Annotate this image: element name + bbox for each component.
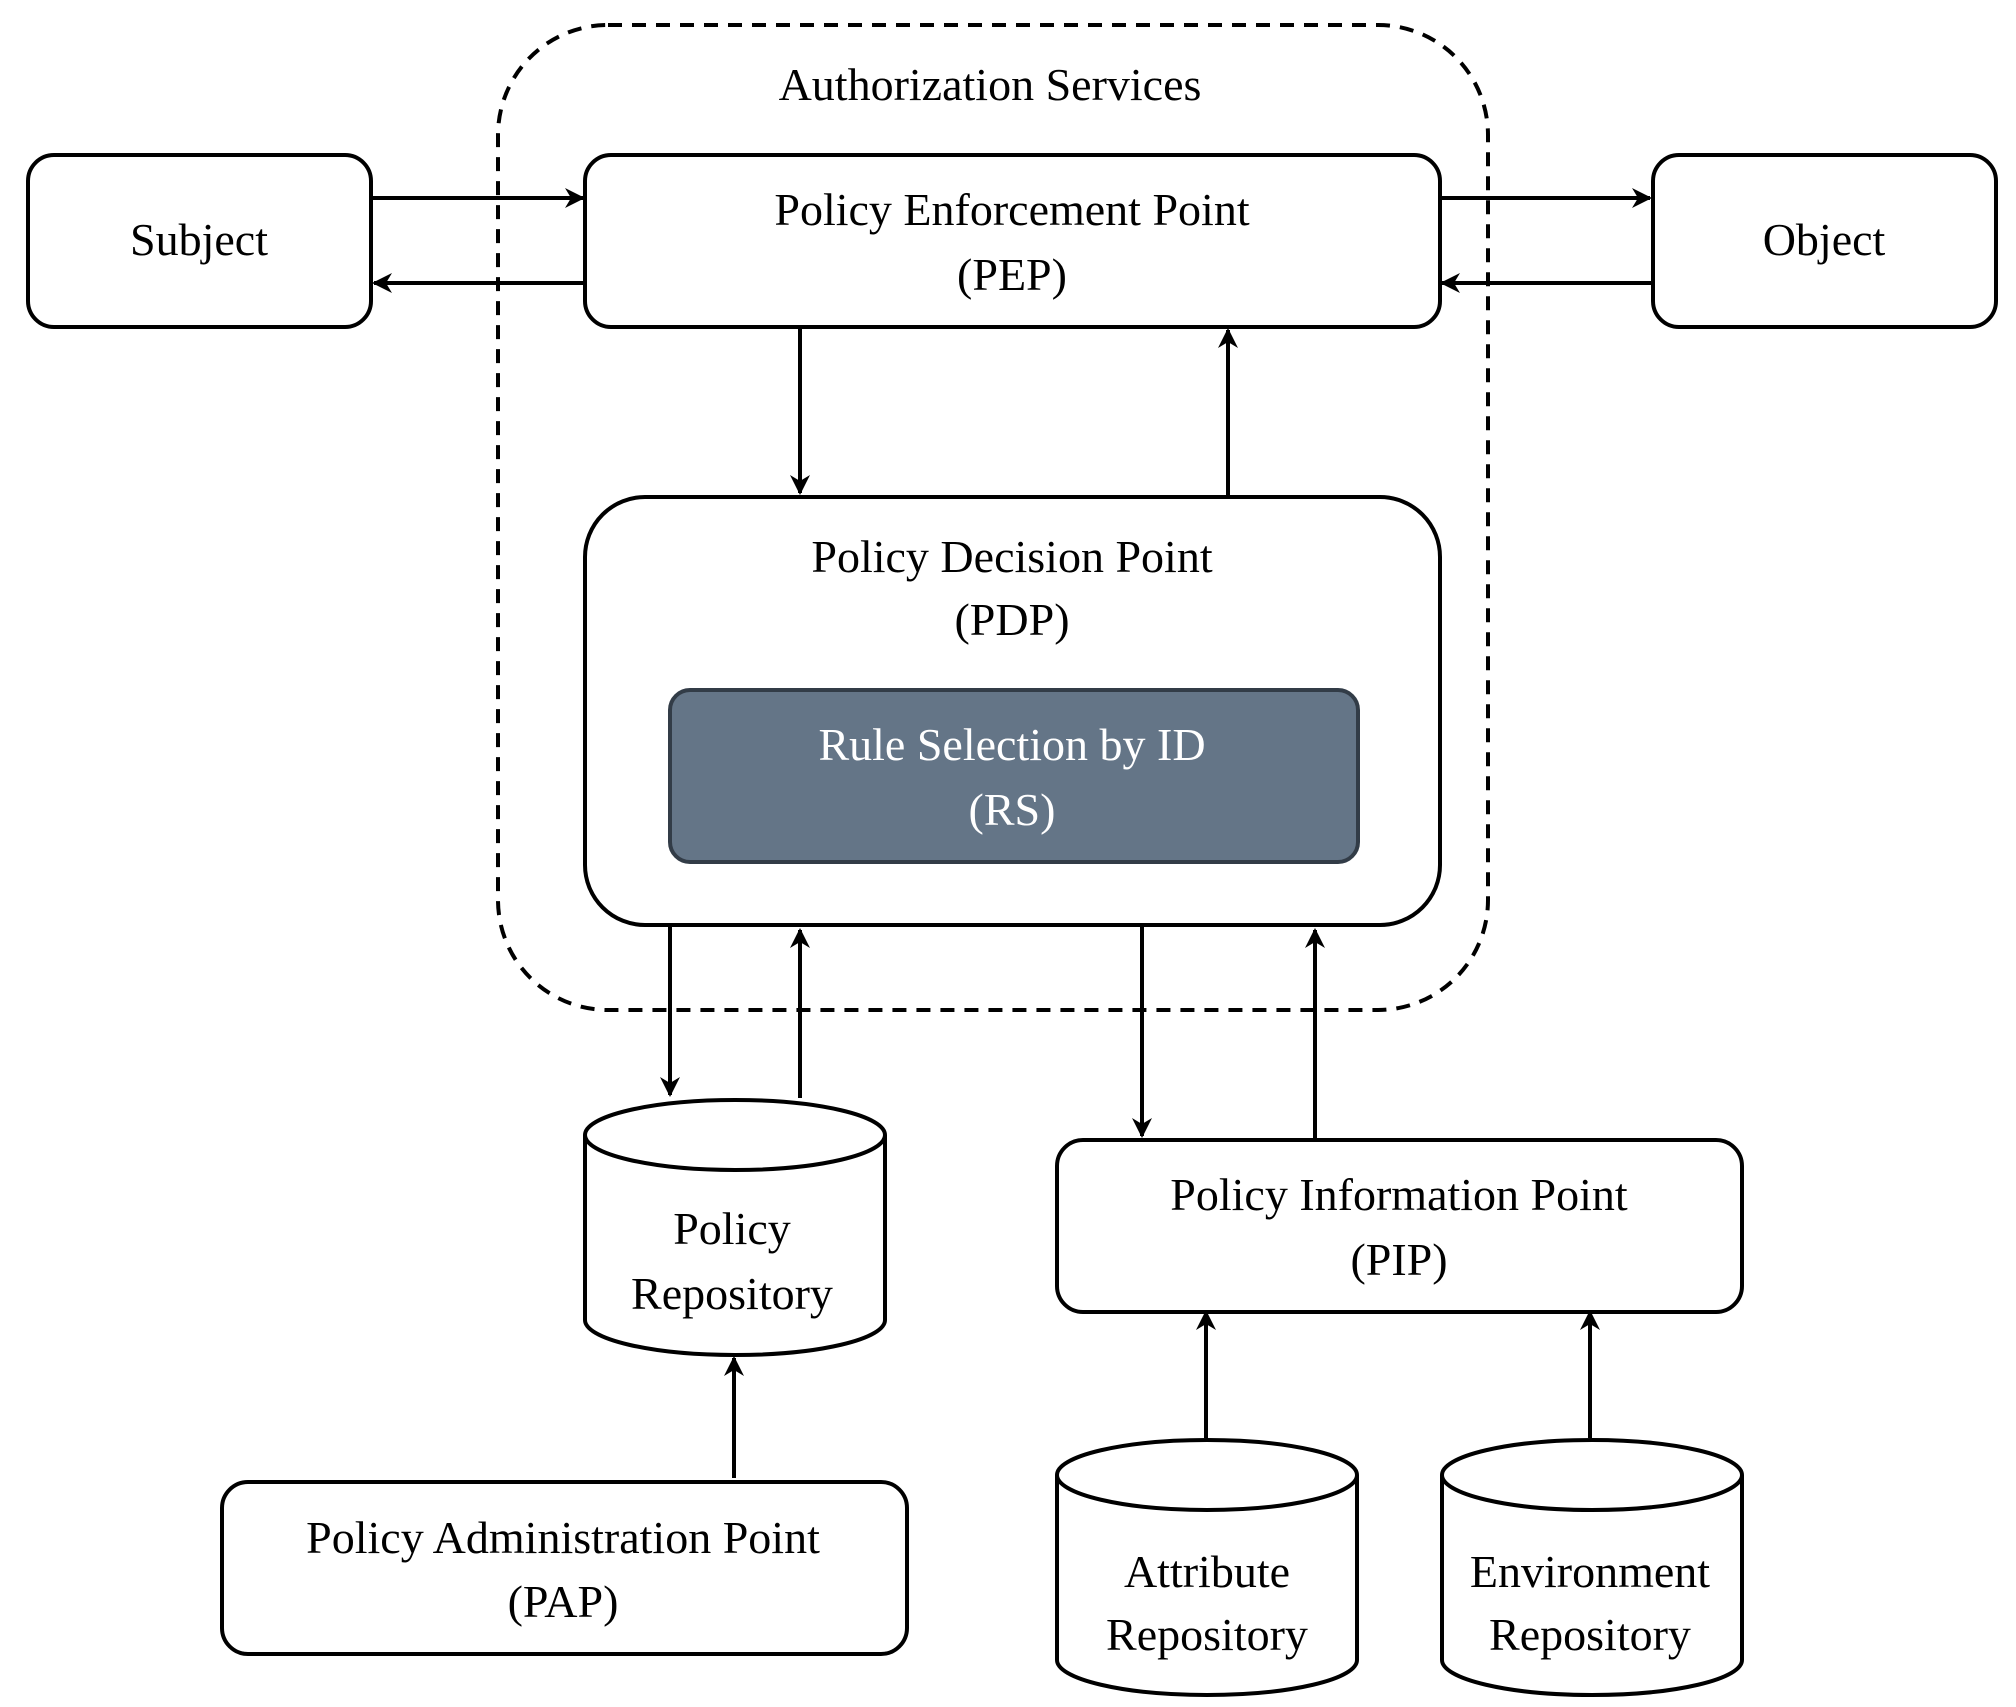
pdp-label-line2: (PDP) xyxy=(954,594,1069,645)
subject-node: Subject xyxy=(26,153,373,329)
authorization-services-boundary: Authorization Services xyxy=(496,23,1490,1012)
pip-box xyxy=(1055,1138,1744,1314)
object-label: Object xyxy=(1763,214,1886,265)
subject-label: Subject xyxy=(130,214,268,265)
pip-node: Policy Information Point (PIP) xyxy=(1055,1138,1744,1314)
edges xyxy=(372,188,1652,1478)
boundary-label: Authorization Services xyxy=(779,59,1202,110)
rs-box xyxy=(668,688,1360,864)
policy-repository-node: Policy Repository xyxy=(583,1098,887,1357)
environment-repository-node: Environment Repository xyxy=(1440,1438,1744,1697)
pap-label-line1: Policy Administration Point xyxy=(306,1512,820,1563)
boundary-outline xyxy=(496,23,1490,1012)
policy-repository-cylinder-rim xyxy=(583,1134,887,1172)
object-box xyxy=(1651,153,1998,329)
pip-label-line2: (PIP) xyxy=(1350,1234,1447,1285)
object-node: Object xyxy=(1651,153,1998,329)
attribute-repository-node: Attribute Repository xyxy=(1055,1438,1359,1697)
pep-box xyxy=(583,153,1442,329)
rs-label-line1: Rule Selection by ID xyxy=(818,719,1205,770)
pap-box xyxy=(220,1480,909,1656)
rs-label-line2: (RS) xyxy=(969,784,1056,835)
pip-label-line1: Policy Information Point xyxy=(1170,1169,1628,1220)
pep-label-line1: Policy Enforcement Point xyxy=(774,184,1249,235)
pap-label-line2: (PAP) xyxy=(508,1576,619,1627)
attribute-repository-cylinder-rim xyxy=(1055,1474,1359,1512)
policy-repository-label-line1: Policy xyxy=(673,1203,791,1254)
rs-node: Rule Selection by ID (RS) xyxy=(668,688,1360,864)
pep-node: Policy Enforcement Point (PEP) xyxy=(583,153,1442,329)
environment-repository-cylinder-rim xyxy=(1440,1474,1744,1512)
attribute-repository-label-line2: Repository xyxy=(1106,1609,1308,1660)
policy-repository-label-line2: Repository xyxy=(631,1268,833,1319)
pep-label-line2: (PEP) xyxy=(957,249,1067,300)
pap-node: Policy Administration Point (PAP) xyxy=(220,1480,909,1656)
environment-repository-label-line1: Environment xyxy=(1470,1546,1710,1597)
attribute-repository-label-line1: Attribute xyxy=(1124,1546,1290,1597)
environment-repository-label-line2: Repository xyxy=(1489,1609,1691,1660)
subject-box xyxy=(26,153,373,329)
pdp-label-line1: Policy Decision Point xyxy=(811,531,1212,582)
